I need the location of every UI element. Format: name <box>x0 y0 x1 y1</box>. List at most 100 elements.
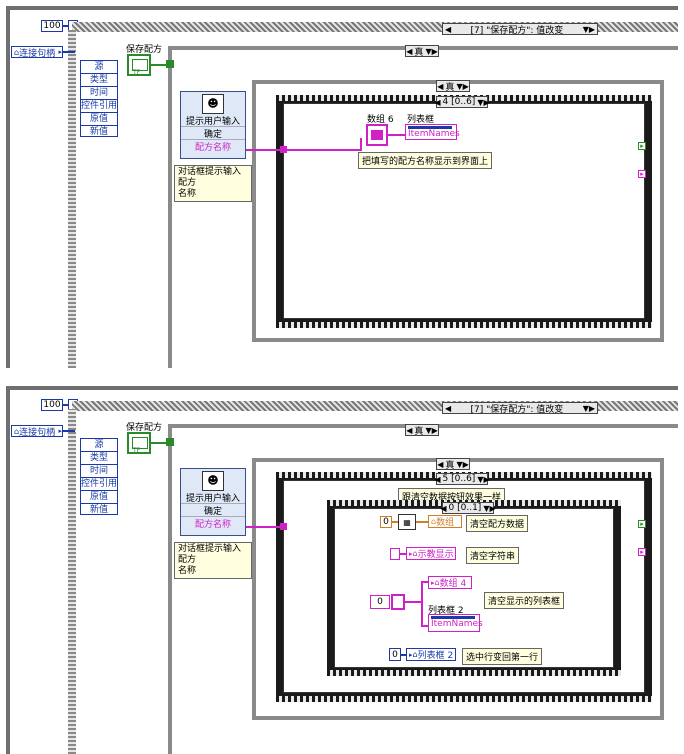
note-clear-list: 清空显示的列表框 <box>484 592 565 609</box>
tunnel-pink-2 <box>280 523 287 530</box>
outer-case-selector[interactable]: ◀真▼▶ <box>405 45 439 58</box>
arrow-icon-4: ▸ <box>431 578 435 587</box>
tf-icon-2: TF <box>133 447 141 454</box>
wire <box>63 25 71 27</box>
save-recipe-label: 保存配方 <box>126 45 163 55</box>
inner-case-label-2: 真 <box>445 460 455 471</box>
note-select-row: 选中行变回第一行 <box>462 648 543 665</box>
dialog-note-line1: 对话框提示输入配方 <box>178 167 242 188</box>
event-data-node-2: 源 类型 时间 控件引用 原值 新值 <box>80 438 118 515</box>
ref-recipe-data-label: 数组 <box>436 518 455 528</box>
event-data-node: 源 类型 时间 控件引用 原值 新值 <box>80 60 118 137</box>
event-case-label-2: [7] "保存配方": 值改变 <box>470 404 564 415</box>
event-data-source-2: 源 <box>81 439 117 452</box>
ref-recipe-data[interactable]: ⌂数组 <box>428 515 462 528</box>
tunnel-pink <box>280 146 287 153</box>
event-data-time: 时间 <box>81 87 117 100</box>
listbox2-itemnames[interactable]: ItemNames <box>428 614 483 632</box>
panel-bottom: 100 ◀[7] "保存配方": 值改变▼▶ ⌂连接句柄▸ 源 类型 时间 控件… <box>0 382 684 754</box>
listbox-label: 列表框 <box>407 115 435 125</box>
while-loop-frame-2 <box>6 386 678 754</box>
house-icon: ⌂ <box>14 47 20 57</box>
house-icon-4: ⌂ <box>412 549 418 558</box>
save-recipe-label-2: 保存配方 <box>126 423 163 433</box>
inner-seq-label: 0 [0..1] <box>448 503 482 513</box>
inner-sequence-body <box>334 508 614 668</box>
note-show-name: 把填写的配方名称显示到界面上 <box>358 152 493 169</box>
dialog-title-2: 提示用户输入 <box>185 494 240 504</box>
arrow-icon-5: ▸ <box>409 650 413 659</box>
inner-case-selector[interactable]: ◀真▼▶ <box>436 80 470 93</box>
zero-const-c[interactable]: 0 <box>389 648 401 661</box>
dialog-note-2: 对话框提示输入配方 名称 <box>174 542 252 579</box>
init-array-icon: ▦ <box>398 514 416 530</box>
event-case-label: [7] "保存配方": 值改变 <box>470 25 564 36</box>
listbox-bar <box>408 126 452 129</box>
itemnames-label: ItemNames <box>408 129 460 139</box>
array6-terminal[interactable] <box>366 124 388 146</box>
dialog-icon: ☻ <box>202 94 224 114</box>
event-structure-top-2 <box>72 401 678 411</box>
ref-listbox2[interactable]: ▸⌂列表框 2 <box>406 648 456 661</box>
wire <box>151 442 171 444</box>
build-array-icon <box>391 594 405 610</box>
event-case-selector-2[interactable]: ◀[7] "保存配方": 值改变▼▶ <box>442 402 598 415</box>
constant-100-2[interactable]: 100 <box>41 399 63 411</box>
conn-handle-ref-2[interactable]: ⌂连接句柄▸ <box>11 425 63 438</box>
wire <box>63 51 75 53</box>
inner-case-selector-2[interactable]: ◀真▼▶ <box>436 458 470 471</box>
prompt-user-dialog-2[interactable]: ☻ 提示用户输入 确定 配方名称 <box>180 468 246 536</box>
array6-label: 数组 6 <box>367 115 394 125</box>
dialog-title: 提示用户输入 <box>185 117 240 127</box>
listbox-itemnames[interactable]: ItemNames <box>405 124 460 140</box>
panel-separator <box>0 368 684 382</box>
dialog-note: 对话框提示输入配方 名称 <box>174 165 252 202</box>
save-recipe-terminal-2[interactable]: TF <box>127 432 151 454</box>
ref-show-label: 示教显示 <box>417 550 454 560</box>
dialog-note-2-line1: 对话框提示输入配方 <box>178 544 242 565</box>
listbox2-bar <box>431 616 475 619</box>
case-selector-terminal-2 <box>166 438 174 446</box>
house-icon-6: ⌂ <box>412 650 418 659</box>
empty-string-const[interactable] <box>390 548 400 560</box>
note-clear-recipe: 清空配方数据 <box>466 515 529 532</box>
ref-array4-label: 数组 4 <box>439 579 467 589</box>
event-data-oldval: 原值 <box>81 113 117 126</box>
ref-show[interactable]: ▸⌂示教显示 <box>406 547 456 560</box>
event-structure-left <box>68 30 76 368</box>
event-data-ctlref: 控件引用 <box>81 101 118 113</box>
wire <box>401 654 407 656</box>
outer-case-label: 真 <box>414 47 424 58</box>
save-recipe-terminal[interactable]: TF <box>127 54 151 76</box>
conn-handle-ref[interactable]: ⌂连接句柄▸ <box>11 46 63 59</box>
ref-listbox2-label: 列表框 2 <box>417 651 454 661</box>
event-data-newval-2: 新值 <box>89 505 108 515</box>
dialog-icon-2: ☻ <box>202 471 224 491</box>
wire <box>151 64 171 66</box>
zero-const-a[interactable]: 0 <box>380 516 392 528</box>
tf-icon: TF <box>133 69 141 76</box>
event-structure-left-2 <box>68 409 76 754</box>
ref-array4[interactable]: ▸⌂数组 4 <box>428 576 472 589</box>
wire <box>246 149 288 151</box>
event-data-oldval-2: 原值 <box>81 491 117 504</box>
constant-100[interactable]: 100 <box>41 20 63 32</box>
tunnel-right-pink: ▸ <box>638 170 646 178</box>
while-loop-frame <box>6 6 678 368</box>
sequence-selector[interactable]: ◀4 [0..6]▼▶ <box>434 96 490 108</box>
wire <box>287 149 362 151</box>
prompt-user-dialog[interactable]: ☻ 提示用户输入 确定 配方名称 <box>180 91 246 159</box>
tunnel-right-pink-2: ▸ <box>638 548 646 556</box>
inner-sequence-selector[interactable]: ◀0 [0..1]▼▶ <box>440 502 496 514</box>
arrow-icon: ▸ <box>58 48 62 56</box>
zero-const-b[interactable]: 0 <box>370 595 390 609</box>
itemnames-label-2: ItemNames <box>431 619 483 629</box>
dialog-note-2-line2: 名称 <box>178 566 197 576</box>
event-data-ctlref-2: 控件引用 <box>81 479 118 491</box>
sequence-selector-2[interactable]: ◀5 [0..6]▼▶ <box>434 473 490 485</box>
tunnel-right-green: ▸ <box>638 142 646 150</box>
house-icon-2: ⌂ <box>14 426 20 436</box>
event-case-selector[interactable]: ◀[7] "保存配方": 值改变▼▶ <box>442 23 598 36</box>
outer-case-selector-2[interactable]: ◀真▼▶ <box>405 424 439 437</box>
wire <box>392 521 400 523</box>
